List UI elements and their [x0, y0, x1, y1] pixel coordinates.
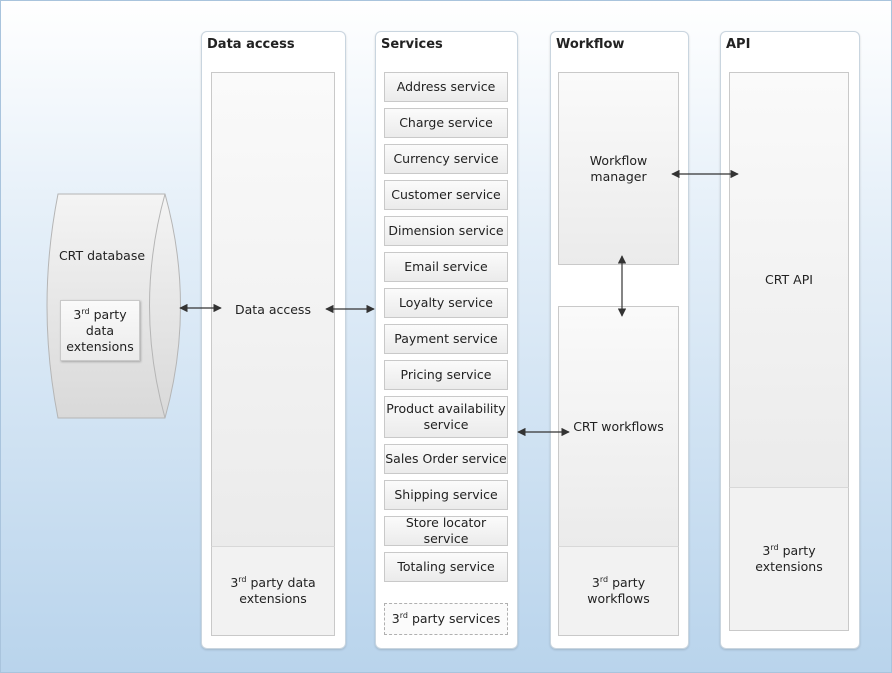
data-access-extensions-label: 3rd party data extensions — [230, 574, 316, 606]
service-shipping: Shipping service — [384, 480, 508, 510]
data-access-label: Data access — [235, 301, 311, 317]
service-charge: Charge service — [384, 108, 508, 138]
service-address: Address service — [384, 72, 508, 102]
workflow-extensions-label: 3rd party workflows — [587, 574, 650, 606]
database-label: CRT database — [58, 248, 146, 263]
service-product-availability: Product availability service — [384, 396, 508, 438]
service-dimension: Dimension service — [384, 216, 508, 246]
crt-workflows-label: CRT workflows — [573, 418, 664, 434]
workflow-extensions-box: 3rd party workflows — [558, 546, 679, 636]
third-party-services-box: 3rd party services — [384, 603, 508, 635]
service-store-locator: Store locator service — [384, 515, 508, 546]
service-totaling: Totaling service — [384, 552, 508, 582]
service-pricing: Pricing service — [384, 360, 508, 390]
services-title: Services — [381, 37, 443, 52]
service-currency: Currency service — [384, 144, 508, 174]
data-access-extensions-box: 3rd party data extensions — [211, 546, 335, 636]
workflow-manager-box: Workflow manager — [558, 72, 679, 265]
third-party-services-label: 3rd party services — [391, 610, 501, 626]
service-customer: Customer service — [384, 180, 508, 210]
data-access-title: Data access — [207, 37, 295, 52]
service-sales-order: Sales Order service — [384, 444, 508, 474]
service-email: Email service — [384, 252, 508, 282]
service-payment: Payment service — [384, 324, 508, 354]
api-extensions-box: 3rd party extensions — [729, 487, 849, 631]
crt-api-label: CRT API — [765, 272, 813, 287]
service-loyalty: Loyalty service — [384, 288, 508, 318]
workflow-title: Workflow — [556, 37, 625, 52]
api-extensions-label: 3rd party extensions — [755, 542, 823, 574]
data-access-box: Data access — [211, 72, 335, 547]
database-extensions-box: 3rd party data extensions — [60, 300, 140, 361]
crt-workflows-box: CRT workflows — [558, 306, 679, 547]
api-title: API — [726, 37, 751, 52]
workflow-manager-label: Workflow manager — [589, 152, 648, 184]
database-extensions-label: 3rd party data extensions — [66, 306, 134, 354]
